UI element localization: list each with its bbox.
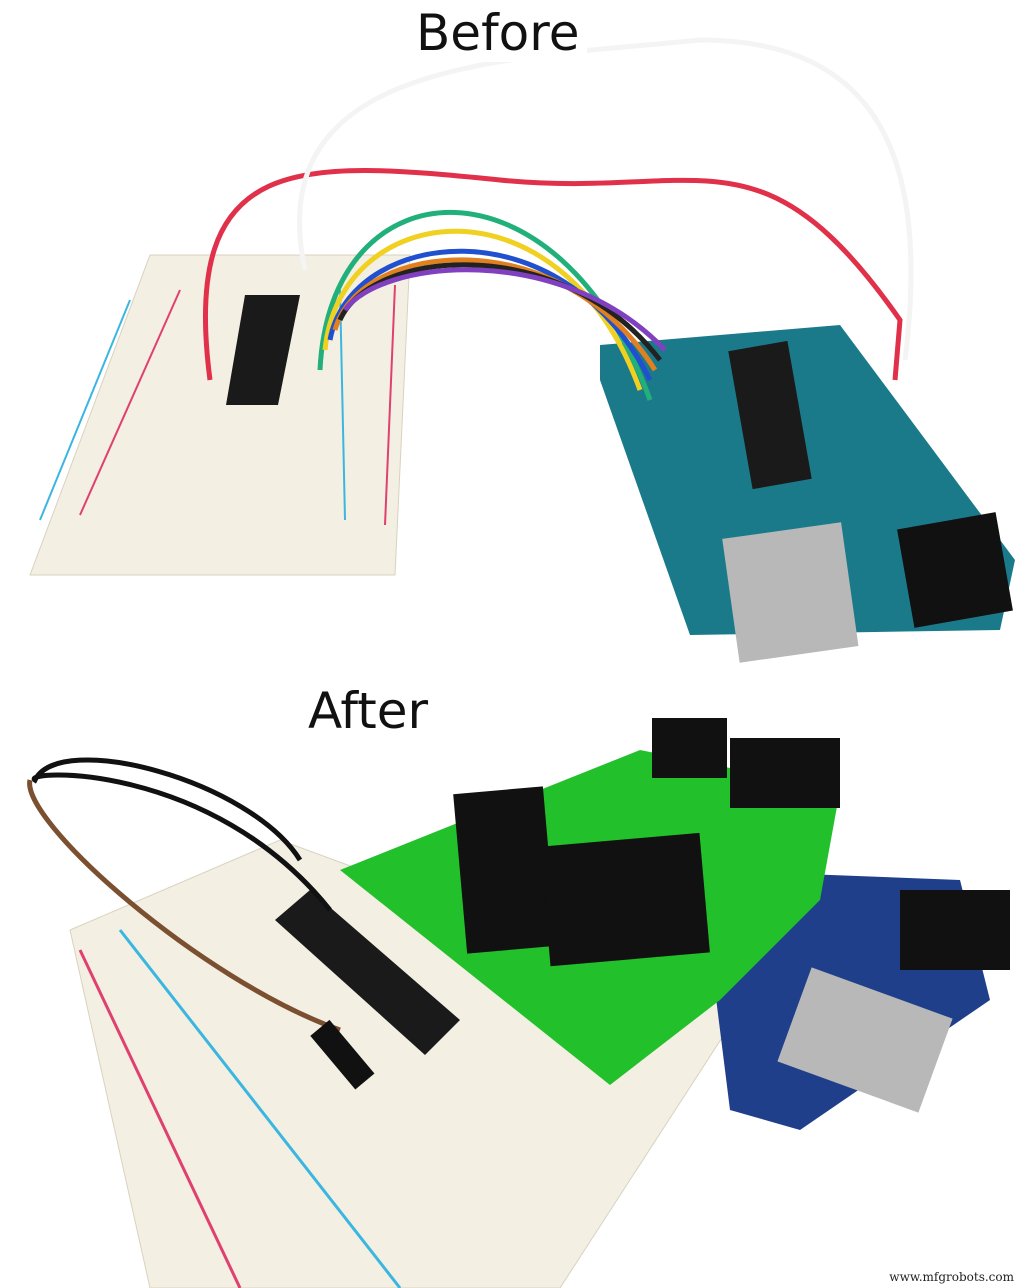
usb-connector <box>722 522 859 663</box>
ic-chip <box>275 890 460 1055</box>
power-jack <box>900 890 1010 970</box>
before-label: Before <box>408 4 588 62</box>
jumper-wires <box>203 37 914 401</box>
after-label: After <box>300 682 437 740</box>
before-scene <box>29 37 1015 663</box>
black-wire <box>31 757 332 912</box>
breadboard <box>29 254 411 576</box>
after-scene <box>27 718 1010 1288</box>
ic-chip <box>226 295 300 405</box>
watermark: www.mfgrobots.com <box>889 1270 1014 1284</box>
power-jack <box>897 512 1013 628</box>
brown-wire <box>27 779 341 1033</box>
usb-connector <box>777 967 953 1113</box>
